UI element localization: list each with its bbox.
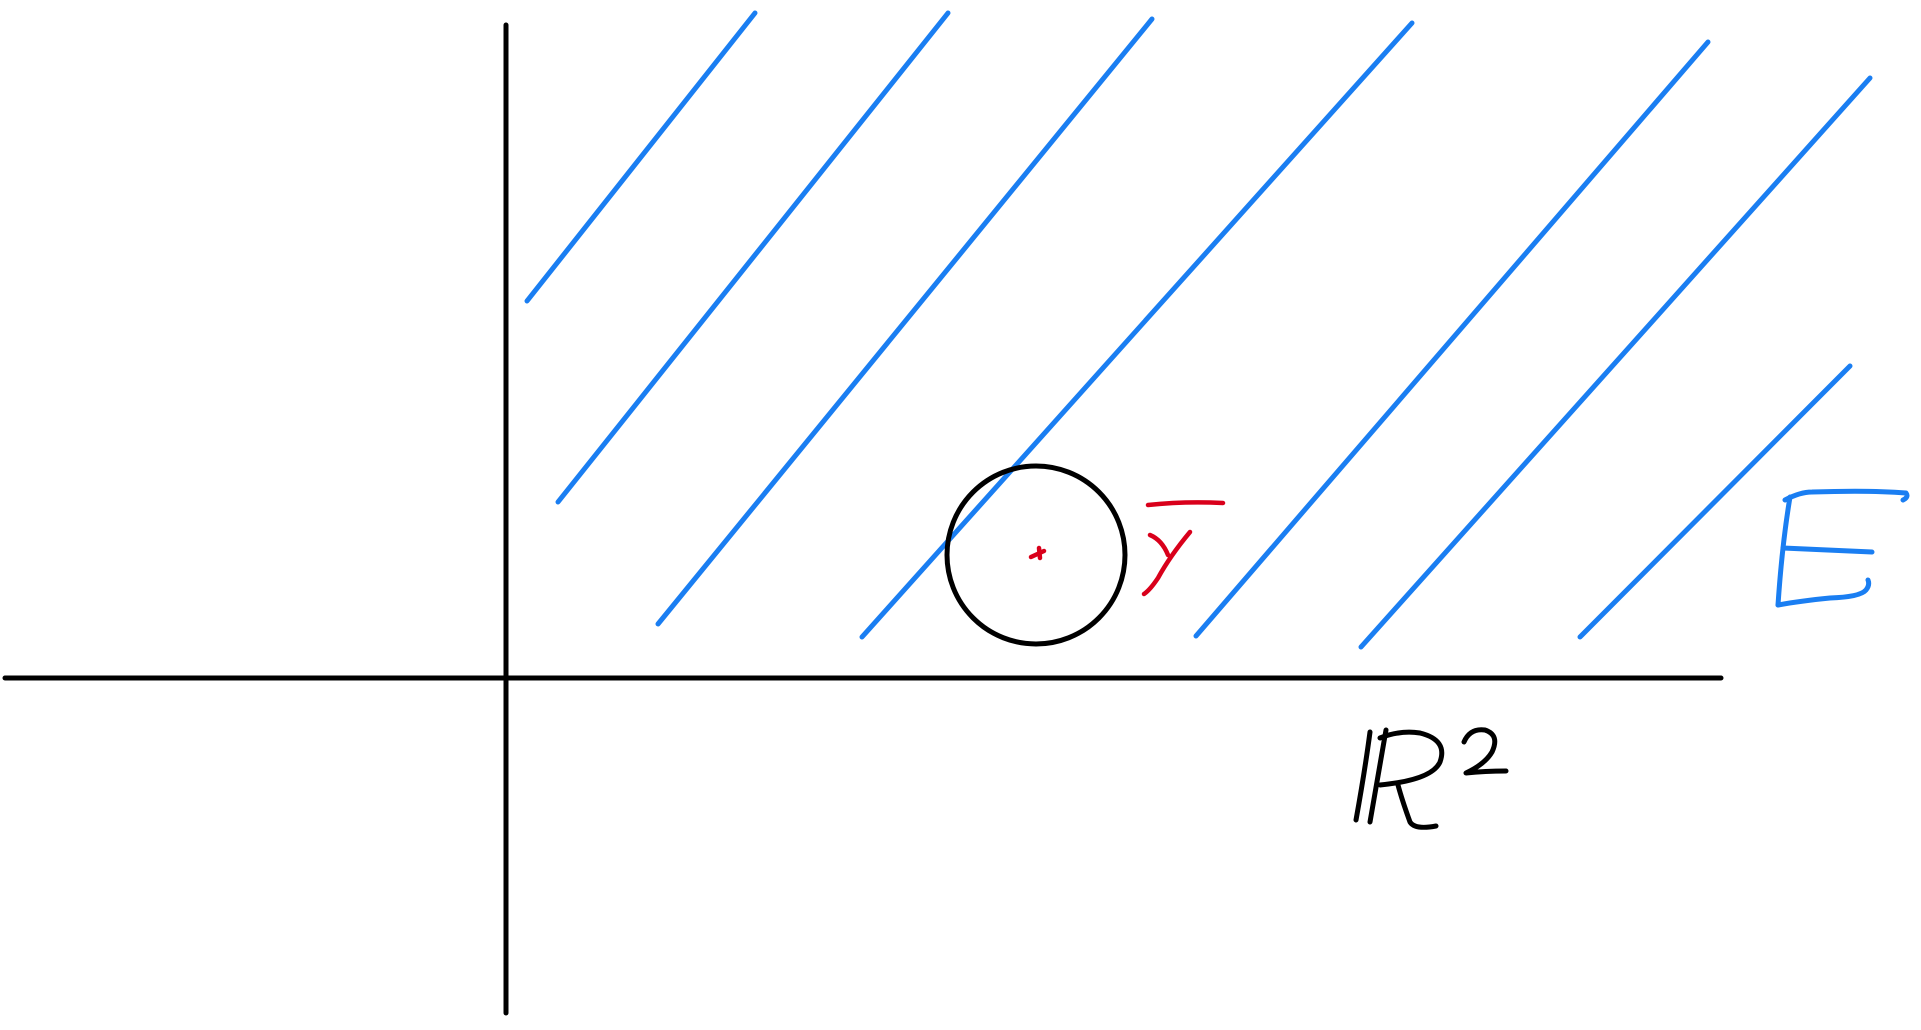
axes — [2, 22, 1724, 1016]
point-label-x-bar: x̄ — [1141, 500, 1226, 597]
space-label-r-squared: ℝ² — [1353, 727, 1509, 830]
hatch-line — [1193, 39, 1711, 639]
svg-text:x̄: x̄ — [1150, 558, 1151, 561]
set-label-e: E — [1775, 488, 1910, 608]
svg-text:E: E — [1790, 559, 1791, 561]
neighborhood-circle — [944, 463, 1128, 647]
hatch-line — [524, 10, 758, 304]
hatch-line — [555, 10, 951, 505]
point-marker — [1028, 545, 1047, 561]
hatch-line — [655, 16, 1155, 627]
hatch-line — [1577, 363, 1853, 640]
hatch-line — [859, 20, 1415, 640]
hatch-line — [1358, 75, 1873, 650]
set-e-hatching — [524, 10, 1873, 650]
